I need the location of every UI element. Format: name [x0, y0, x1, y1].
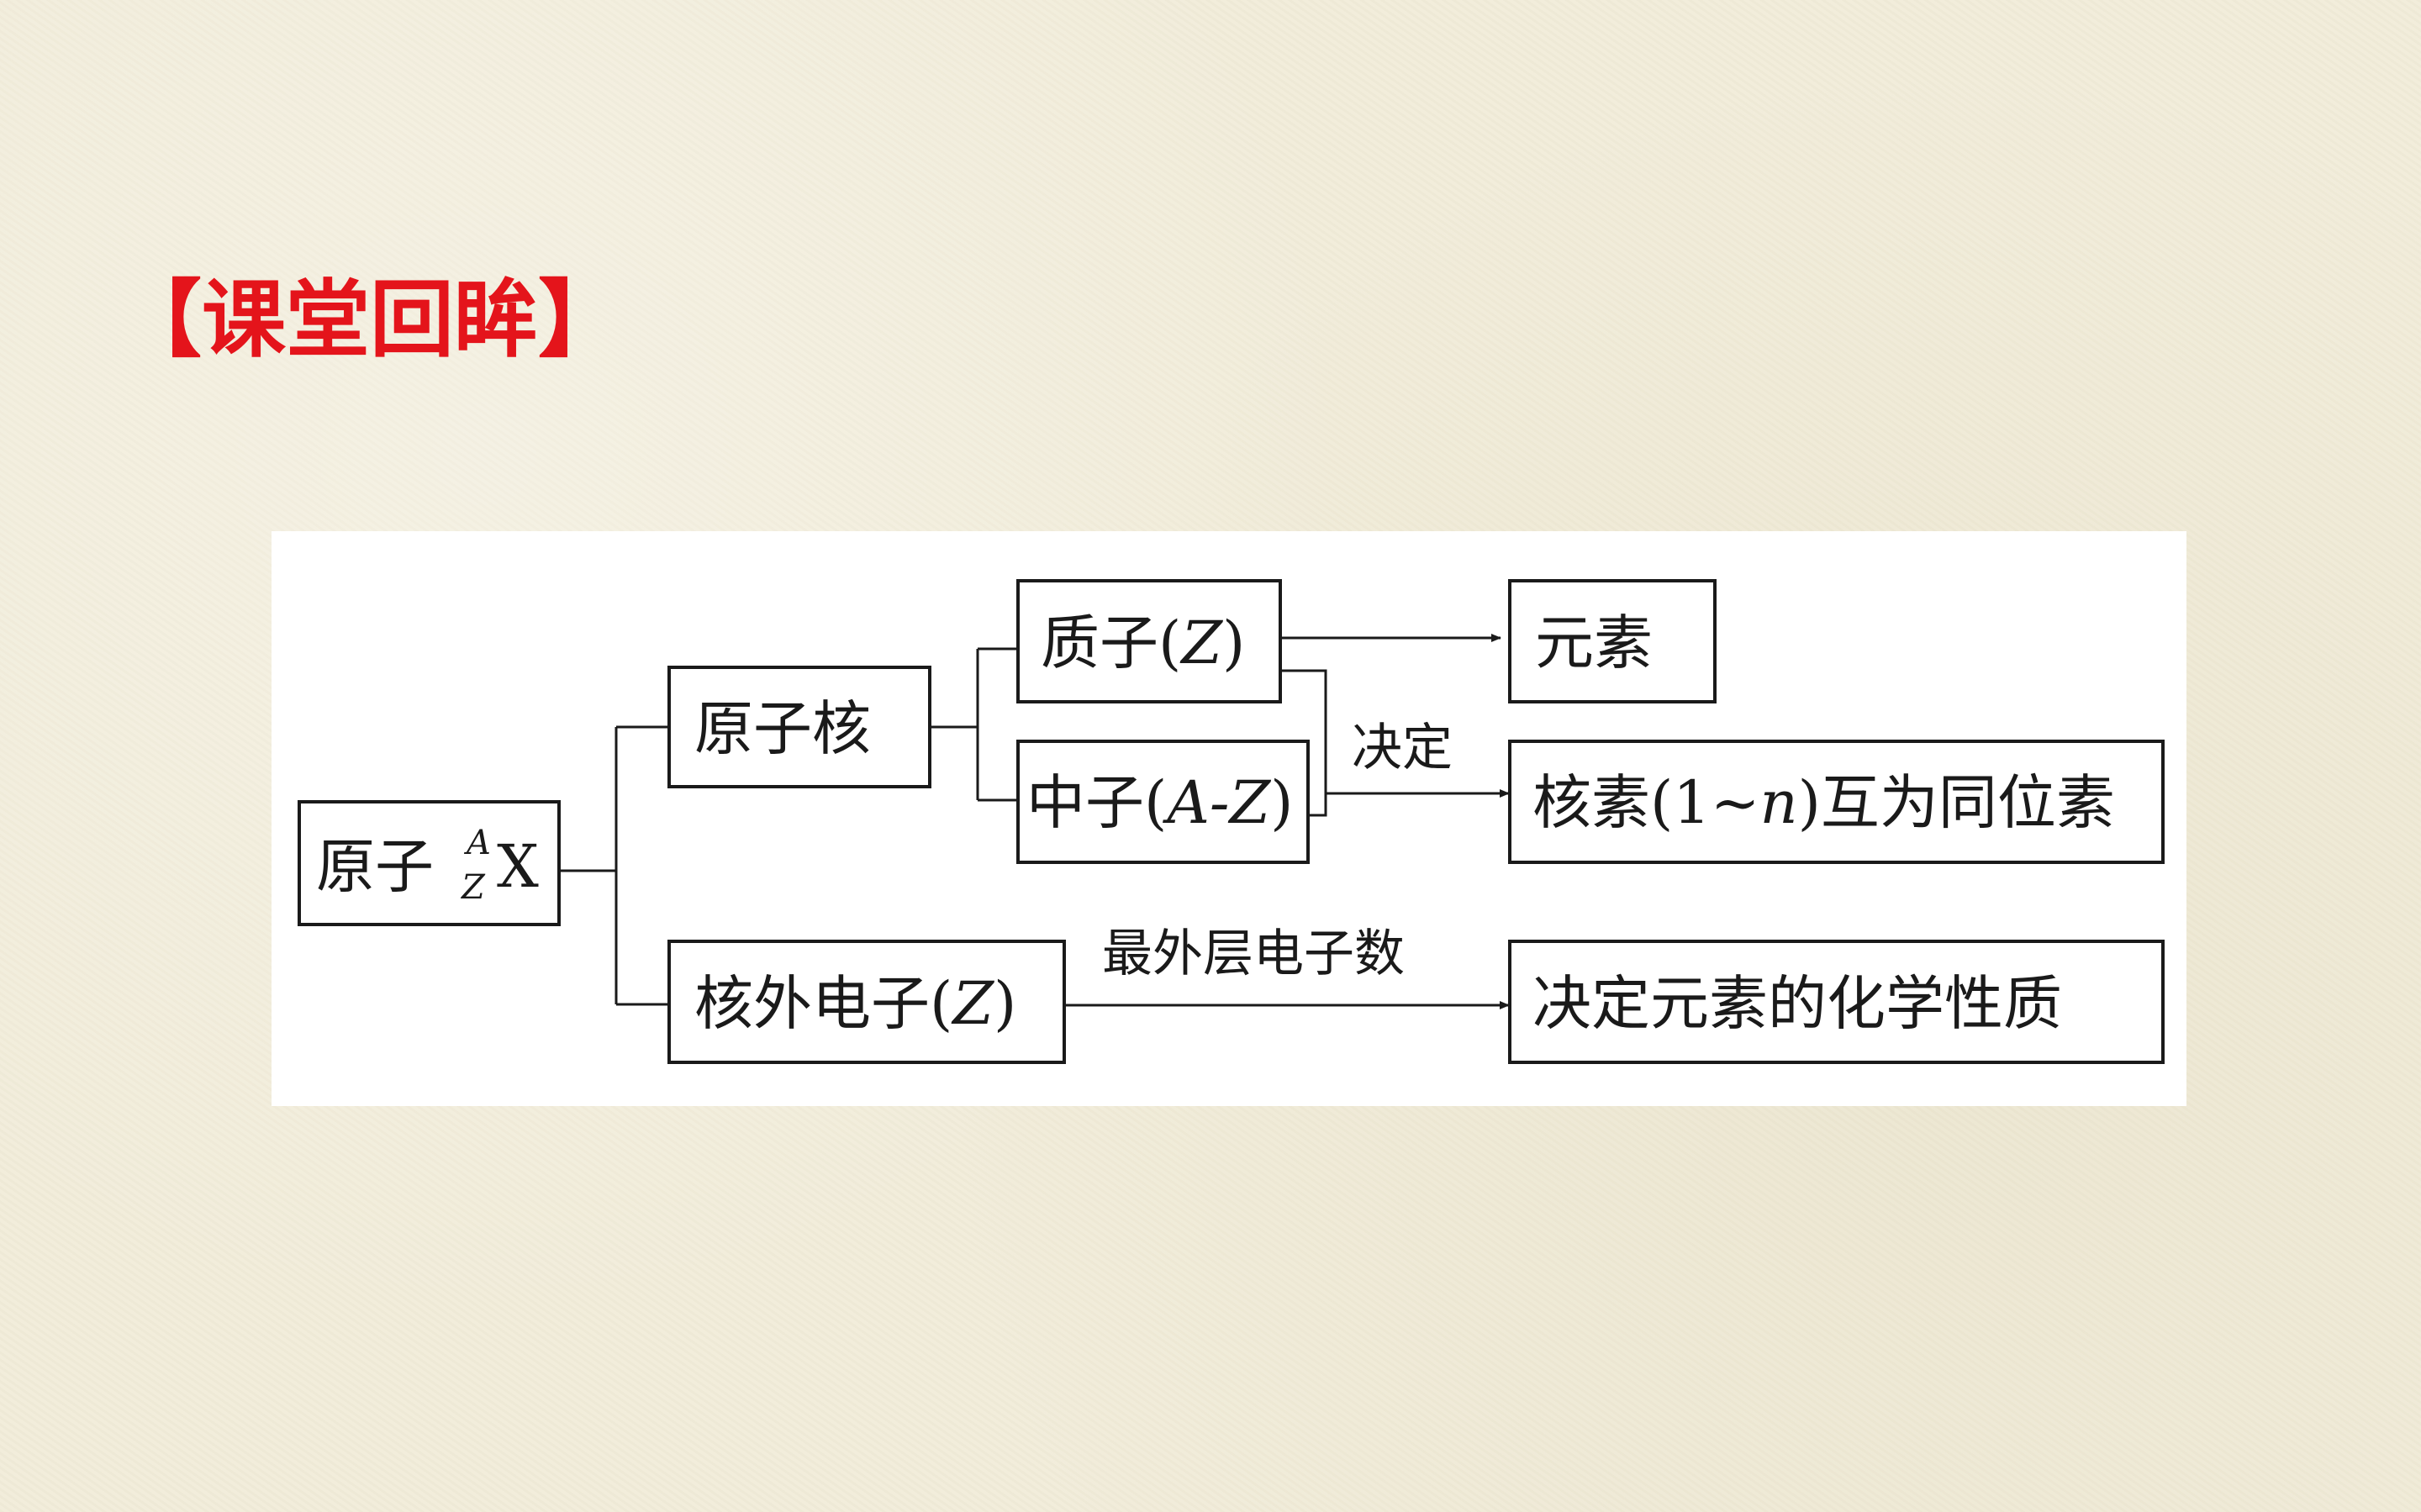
node-nucleus-label: 原子核 [694, 694, 871, 763]
node-isotopes-text: 核素(1~ [1532, 768, 1760, 837]
node-atom: 原子 A Z X [298, 800, 561, 926]
node-neutron-label: 中子(A-Z) [1026, 768, 1293, 837]
node-neutron: 中子(A-Z) [1016, 740, 1310, 864]
node-neutron-text: 中子( [1026, 768, 1167, 837]
node-element: 元素 [1508, 579, 1717, 703]
node-proton-text: 质子( [1041, 608, 1181, 677]
edge-label-determines: 决定 [1352, 719, 1453, 777]
node-proton-var: Z [1179, 608, 1223, 677]
node-neutron-var: A-Z [1162, 768, 1271, 837]
concept-diagram: 决定 最外层电子数 原子 A Z X 原子核 质子(Z) 中子(A-Z) [272, 531, 2186, 1106]
node-electrons-close: ) [994, 969, 1016, 1038]
node-neutron-close: ) [1270, 768, 1293, 837]
node-atom-mass-number: A [463, 824, 491, 862]
node-electrons-var: Z [951, 969, 994, 1038]
node-proton-close: ) [1222, 608, 1245, 677]
node-properties-label: 决定元素的化学性质 [1532, 969, 2062, 1038]
connectors [559, 634, 1510, 1009]
page-heading: 【课堂回眸】 [118, 270, 622, 369]
node-nucleus: 原子核 [667, 666, 931, 788]
edge-label-outermost-electrons: 最外层电子数 [1102, 925, 1405, 983]
node-isotopes-var: n [1760, 768, 1798, 837]
node-atom-symbol: X [497, 832, 539, 901]
diagram-canvas: 决定 最外层电子数 原子 A Z X 原子核 质子(Z) 中子(A-Z) [298, 579, 2165, 1064]
node-isotopes: 核素(1~n)互为同位素 [1508, 740, 2165, 864]
node-element-label: 元素 [1535, 608, 1653, 677]
node-atom-atomic-number: Z [460, 868, 486, 907]
node-properties: 决定元素的化学性质 [1508, 940, 2165, 1064]
node-proton: 质子(Z) [1016, 579, 1282, 703]
node-electrons-label: 核外电子(Z) [694, 969, 1016, 1038]
node-electrons: 核外电子(Z) [667, 940, 1066, 1064]
connector-proton-bracket [1280, 669, 1327, 793]
connector-neutron-bracket [1308, 793, 1327, 817]
node-isotopes-close: )互为同位素 [1798, 768, 2115, 837]
node-isotopes-label: 核素(1~n)互为同位素 [1532, 768, 2115, 837]
node-electrons-text: 核外电子( [694, 969, 952, 1038]
node-proton-label: 质子(Z) [1041, 608, 1245, 677]
node-atom-label: 原子 [316, 832, 434, 901]
